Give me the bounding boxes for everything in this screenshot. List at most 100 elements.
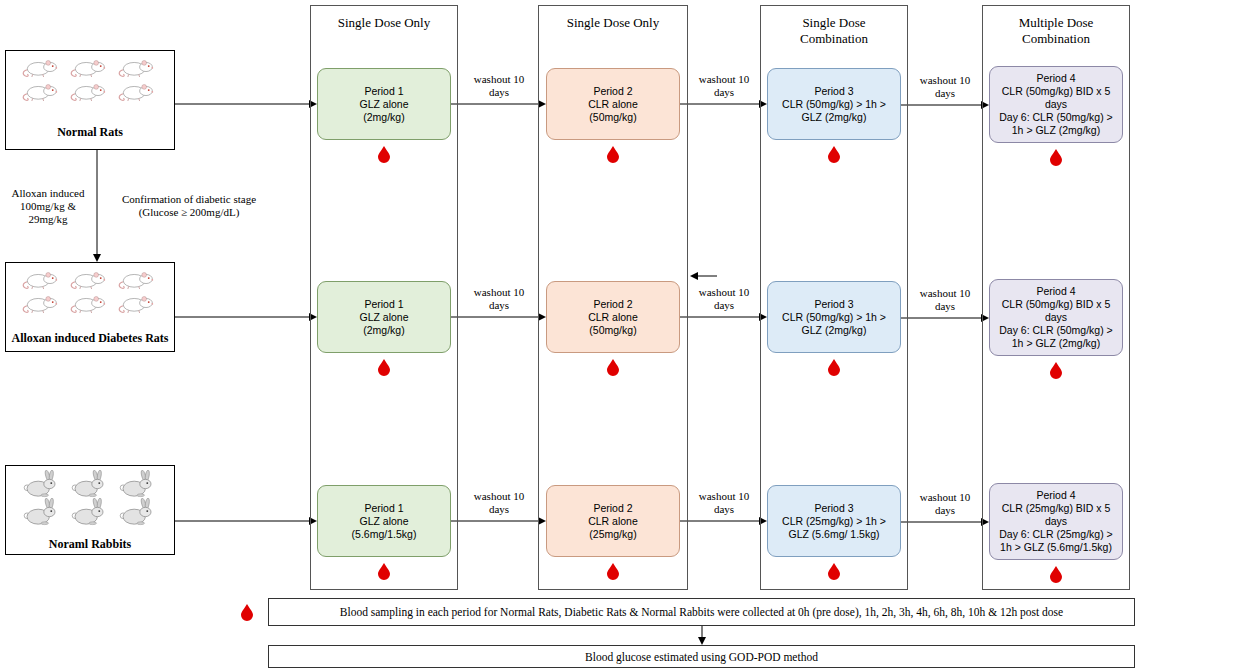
rat-figure: [71, 273, 105, 289]
edge-label: washout 10 days: [471, 73, 527, 99]
node-text: Period 3: [773, 85, 895, 98]
text-group: Period 2CLR alone(50mg/kg): [583, 298, 643, 337]
node-text: Day 6: CLR (50mg/kg) > 1h > GLZ (2mg/kg): [995, 111, 1117, 137]
column-heading: Single Dose Only: [329, 15, 439, 31]
node-text: CLR (25mg/kg) BID x 5 days: [995, 502, 1117, 528]
period-box: Period 3CLR (25mg/kg) > 1h > GLZ (5.6mg/…: [767, 485, 901, 557]
connector-arrow: [680, 313, 767, 321]
period-box: Period 4CLR (50mg/kg) BID x 5 daysDay 6:…: [989, 279, 1123, 356]
period-box: Period 1GLZ alone(2mg/kg): [317, 68, 451, 140]
node-text: CLR (50mg/kg) BID x 5 days: [995, 298, 1117, 324]
connector-arrow: [451, 517, 546, 525]
period-column: Single Dose CombinationPeriod 3CLR (50mg…: [760, 5, 908, 590]
blood-drop: [378, 146, 390, 163]
text-group: Period 1GLZ alone(2mg/kg): [354, 85, 413, 124]
blood-drop: [1050, 566, 1062, 583]
text-group: Period 3CLR (50mg/kg) > 1h > GLZ (2mg/kg…: [768, 85, 900, 124]
connector-arrow: [93, 150, 101, 262]
node-text: (25mg/kg): [588, 528, 638, 541]
connector-line: [97, 150, 98, 255]
edge-label: washout 10 days: [696, 490, 752, 516]
node-text: Period 2: [588, 85, 638, 98]
animal-group-box: Normal Rats: [5, 50, 175, 150]
node-text: GLZ alone: [359, 311, 408, 324]
rat-figure: [71, 61, 105, 77]
edge-label: washout 10 days: [917, 287, 973, 313]
connector-arrow: [451, 313, 546, 321]
connector-arrow: [901, 518, 989, 526]
rat-figure: [119, 85, 153, 101]
period-box: Period 2CLR alone(50mg/kg): [546, 68, 680, 140]
blood-drop: [828, 563, 840, 580]
period-box: Period 2CLR alone(50mg/kg): [546, 281, 680, 353]
period-box: Period 2CLR alone(25mg/kg): [546, 485, 680, 557]
connector-line: [175, 104, 310, 105]
node-text: Period 4: [995, 285, 1117, 298]
edge-label: washout 10 days: [917, 74, 973, 100]
connector-line: [175, 317, 310, 318]
period-column: Single Dose OnlyPeriod 2CLR alone(50mg/k…: [538, 5, 688, 590]
edge-label: washout 10 days: [696, 286, 752, 312]
note-label: Confirmation of diabetic stage (Glucose …: [110, 193, 268, 219]
edge-label: washout 10 days: [471, 490, 527, 516]
connector-arrow: [901, 101, 989, 109]
arrow-head: [93, 254, 101, 262]
text-group: Period 3CLR (25mg/kg) > 1h > GLZ (5.6mg/…: [768, 502, 900, 541]
arrow-head: [690, 272, 698, 280]
node-text: (2mg/kg): [359, 324, 408, 337]
rabbit-figure: [120, 470, 151, 497]
rat-figure: [119, 61, 153, 77]
blood-drop: [241, 604, 253, 621]
text-group: Single Dose Only: [539, 15, 687, 31]
column-heading: Multiple Dose Combination: [1001, 15, 1111, 47]
connector-arrow: [901, 314, 989, 322]
blood-drop: [378, 563, 390, 580]
connector-line: [680, 521, 760, 522]
arrow-head: [538, 100, 546, 108]
rat-illustration: [23, 61, 153, 101]
rabbit-figure: [72, 498, 103, 525]
rat-figure: [71, 85, 105, 101]
text-group: Multiple Dose Combination: [983, 15, 1129, 47]
blood-drop: [378, 359, 390, 376]
connector-arrow: [175, 100, 317, 108]
text-group: Alloxan induced Diabetes Rats: [7, 331, 172, 345]
connector-arrow: [680, 100, 767, 108]
node-text: CLR (50mg/kg) > 1h > GLZ (2mg/kg): [773, 311, 895, 337]
node-text: CLR alone: [588, 515, 638, 528]
blood-drop: [828, 146, 840, 163]
node-text: (5.6mg/1.5kg): [352, 528, 417, 541]
node-text: GLZ alone: [359, 98, 408, 111]
rat-illustration: [23, 273, 153, 313]
node-text: Day 6: CLR (25mg/kg) > 1h > GLZ (5.6mg/1…: [995, 528, 1117, 554]
node-text: Period 4: [995, 489, 1117, 502]
edge-label: washout 10 days: [471, 286, 527, 312]
period-box: Period 1GLZ alone(5.6mg/1.5kg): [317, 485, 451, 557]
node-text: Blood glucose estimated using GOD-POD me…: [585, 650, 818, 664]
blood-drops: [378, 146, 1062, 583]
node-text: Period 3: [773, 298, 895, 311]
stray-arrow: [690, 272, 717, 280]
rabbit-figure: [72, 470, 103, 497]
node-text: Period 2: [588, 502, 638, 515]
blood-drop: [607, 563, 619, 580]
text-group: Period 4CLR (25mg/kg) BID x 5 daysDay 6:…: [990, 489, 1122, 554]
arrow-head: [698, 637, 706, 645]
connector-line: [451, 317, 539, 318]
column-heading: Single Dose Only: [557, 15, 669, 31]
rabbit-figure: [120, 498, 151, 525]
node-text: CLR alone: [588, 311, 638, 324]
connector-arrow: [451, 100, 546, 108]
text-group: Period 4CLR (50mg/kg) BID x 5 daysDay 6:…: [990, 72, 1122, 137]
connector-line: [175, 521, 310, 522]
animal-group-box: Noraml Rabbits: [5, 465, 175, 555]
text-group: Period 2CLR alone(25mg/kg): [583, 502, 643, 541]
rat-figure: [23, 297, 57, 313]
text-group: Period 4CLR (50mg/kg) BID x 5 daysDay 6:…: [990, 285, 1122, 350]
arrow-line: [697, 276, 717, 277]
rabbit-illustration: [24, 470, 151, 525]
node-text: Period 2: [588, 298, 638, 311]
node-text: Day 6: CLR (50mg/kg) > 1h > GLZ (2mg/kg): [995, 324, 1117, 350]
text-group: Noraml Rabbits: [45, 537, 135, 551]
